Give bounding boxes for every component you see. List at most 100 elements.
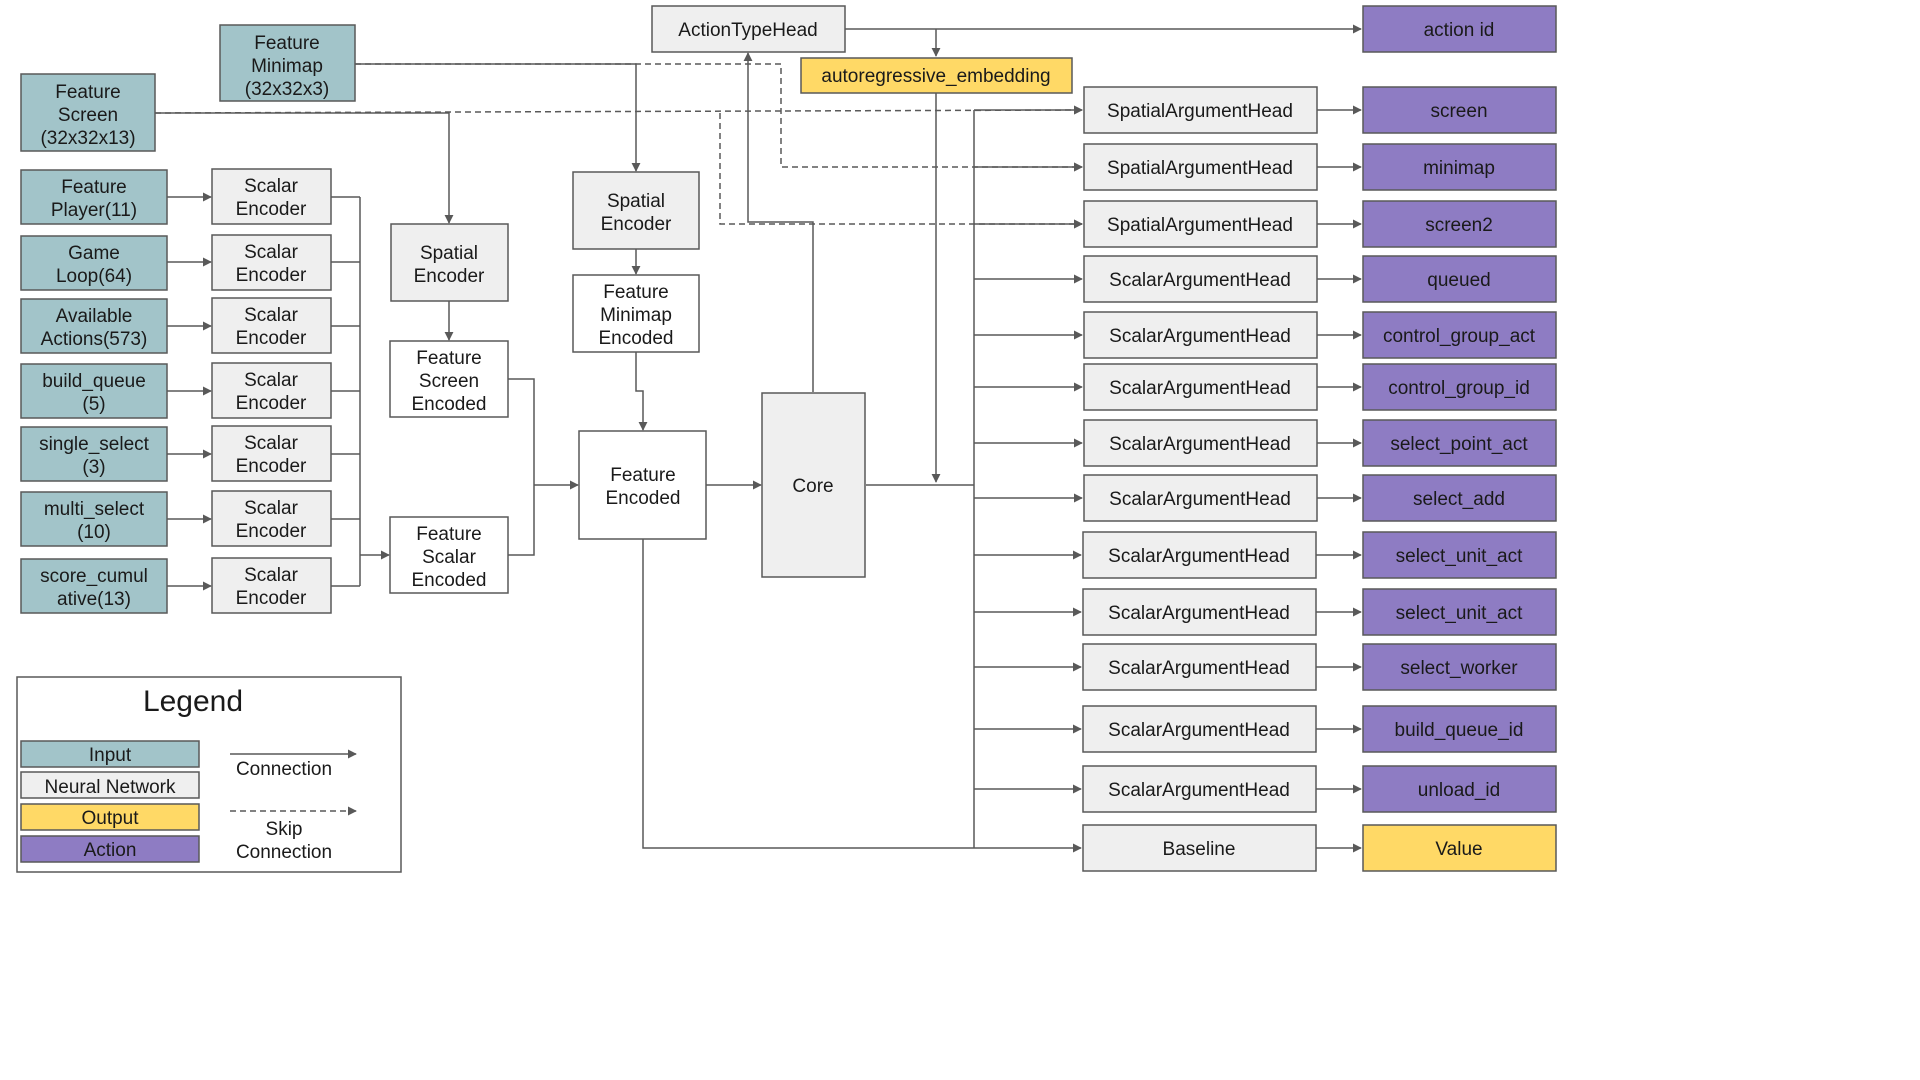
svg-text:screen2: screen2: [1425, 215, 1493, 236]
scalar-argument-head-3: ScalarArgumentHead: [1083, 363, 1318, 411]
svg-text:Encoder: Encoder: [236, 521, 307, 542]
svg-text:action id: action id: [1424, 20, 1495, 41]
action-queued: queued: [1362, 255, 1557, 303]
svg-text:ScalarArgumentHead: ScalarArgumentHead: [1108, 658, 1290, 679]
svg-text:Scalar: Scalar: [244, 370, 299, 391]
input-game-loop: Game Loop(64): [20, 235, 168, 291]
input-feature-screen: Feature Screen (32x32x13): [20, 73, 156, 152]
svg-text:control_group_id: control_group_id: [1388, 378, 1530, 399]
scalar-argument-head-6: ScalarArgumentHead: [1082, 531, 1317, 579]
svg-text:select_unit_act: select_unit_act: [1396, 546, 1523, 567]
svg-text:Encoded: Encoded: [411, 570, 486, 591]
spatial-argument-head-2: SpatialArgumentHead: [1083, 143, 1318, 191]
legend-action: Action: [20, 835, 200, 863]
legend: Legend Input Neural Network Output Actio…: [16, 676, 402, 873]
svg-text:Skip: Skip: [266, 819, 303, 840]
spatial-argument-head-3: SpatialArgumentHead: [1083, 200, 1318, 248]
architecture-diagram: Feature Screen (32x32x13) Feature Minima…: [16, 5, 1557, 873]
svg-text:Encoder: Encoder: [601, 214, 672, 235]
svg-text:ScalarArgumentHead: ScalarArgumentHead: [1108, 546, 1290, 567]
action-select-worker: select_worker: [1362, 643, 1557, 691]
svg-text:(5): (5): [82, 394, 105, 415]
svg-text:(10): (10): [77, 522, 111, 543]
spatial-argument-head-1: SpatialArgumentHead: [1083, 86, 1318, 134]
legend-input: Input: [20, 740, 200, 768]
scalar-argument-head-10: ScalarArgumentHead: [1082, 765, 1317, 813]
svg-text:select_worker: select_worker: [1400, 658, 1518, 679]
svg-text:minimap: minimap: [1423, 158, 1495, 179]
output-value: Value: [1362, 824, 1557, 872]
svg-text:Scalar: Scalar: [244, 242, 299, 263]
svg-text:(3): (3): [82, 457, 105, 478]
svg-text:Actions(573): Actions(573): [41, 329, 148, 350]
svg-text:Encoder: Encoder: [236, 456, 307, 477]
scalar-encoder-6: Scalar Encoder: [211, 490, 332, 547]
feature-screen-encoded: Feature Screen Encoded: [389, 340, 509, 418]
scalar-encoder-3: Scalar Encoder: [211, 297, 332, 354]
scalar-encoder-5: Scalar Encoder: [211, 425, 332, 482]
scalar-argument-head-7: ScalarArgumentHead: [1082, 588, 1317, 636]
svg-text:Feature: Feature: [254, 33, 319, 54]
svg-text:SpatialArgumentHead: SpatialArgumentHead: [1107, 158, 1293, 179]
svg-text:SpatialArgumentHead: SpatialArgumentHead: [1107, 215, 1293, 236]
svg-text:Encoder: Encoder: [236, 393, 307, 414]
svg-text:Feature: Feature: [416, 524, 481, 545]
input-feature-minimap: Feature Minimap (32x32x3): [219, 24, 356, 102]
svg-text:select_add: select_add: [1413, 489, 1505, 510]
action-select-add: select_add: [1362, 474, 1557, 522]
svg-text:Screen: Screen: [58, 105, 118, 126]
action-select-unit-act-2: select_unit_act: [1362, 588, 1557, 636]
input-available-actions: Available Actions(573): [20, 298, 168, 354]
svg-text:ScalarArgumentHead: ScalarArgumentHead: [1109, 378, 1291, 399]
core: Core: [761, 392, 866, 578]
svg-text:Encoded: Encoded: [598, 328, 673, 349]
feature-scalar-encoded: Feature Scalar Encoded: [389, 516, 509, 594]
input-score-cumulative: score_cumul ative(13): [20, 558, 168, 614]
svg-text:single_select: single_select: [39, 434, 150, 455]
input-build-queue: build_queue (5): [20, 363, 168, 419]
svg-text:Connection: Connection: [236, 842, 332, 863]
svg-text:Feature: Feature: [55, 82, 120, 103]
svg-text:Feature: Feature: [416, 348, 481, 369]
svg-text:Feature: Feature: [610, 465, 675, 486]
svg-text:select_unit_act: select_unit_act: [1396, 603, 1523, 624]
scalar-encoder-2: Scalar Encoder: [211, 234, 332, 291]
svg-text:ScalarArgumentHead: ScalarArgumentHead: [1109, 434, 1291, 455]
svg-text:Encoded: Encoded: [605, 488, 680, 509]
scalar-encoder-4: Scalar Encoder: [211, 362, 332, 419]
action-select-unit-act-1: select_unit_act: [1362, 531, 1557, 579]
action-select-point-act: select_point_act: [1362, 419, 1557, 467]
input-multi-select: multi_select (10): [20, 491, 168, 547]
svg-text:unload_id: unload_id: [1418, 780, 1500, 801]
svg-text:ative(13): ative(13): [57, 589, 131, 610]
svg-text:control_group_act: control_group_act: [1383, 326, 1536, 347]
svg-text:ScalarArgumentHead: ScalarArgumentHead: [1108, 780, 1290, 801]
action-type-head: ActionTypeHead: [651, 5, 846, 53]
svg-text:Encoded: Encoded: [411, 394, 486, 415]
svg-text:Baseline: Baseline: [1163, 839, 1236, 860]
scalar-encoder-1: Scalar Encoder: [211, 168, 332, 225]
svg-text:Encoder: Encoder: [236, 588, 307, 609]
svg-text:select_point_act: select_point_act: [1390, 434, 1528, 455]
legend-title: Legend: [143, 685, 243, 718]
svg-text:Screen: Screen: [419, 371, 479, 392]
svg-text:Available: Available: [56, 306, 133, 327]
svg-text:ScalarArgumentHead: ScalarArgumentHead: [1108, 720, 1290, 741]
svg-text:ScalarArgumentHead: ScalarArgumentHead: [1109, 326, 1291, 347]
action-screen: screen: [1362, 86, 1557, 134]
svg-text:Feature: Feature: [61, 177, 126, 198]
svg-text:Spatial: Spatial: [607, 191, 665, 212]
svg-text:Spatial: Spatial: [420, 243, 478, 264]
scalar-argument-head-2: ScalarArgumentHead: [1083, 311, 1318, 359]
scalar-encoder-7: Scalar Encoder: [211, 557, 332, 614]
legend-connection: Connection: [230, 749, 357, 780]
legend-neural-network: Neural Network: [20, 771, 200, 799]
scalar-argument-head-1: ScalarArgumentHead: [1083, 255, 1318, 303]
svg-text:SpatialArgumentHead: SpatialArgumentHead: [1107, 101, 1293, 122]
svg-text:Core: Core: [792, 476, 833, 497]
action-control-group-act: control_group_act: [1362, 311, 1557, 359]
svg-text:Minimap: Minimap: [251, 56, 323, 77]
svg-text:Encoder: Encoder: [236, 199, 307, 220]
svg-text:Scalar: Scalar: [422, 547, 477, 568]
svg-text:Scalar: Scalar: [244, 565, 299, 586]
